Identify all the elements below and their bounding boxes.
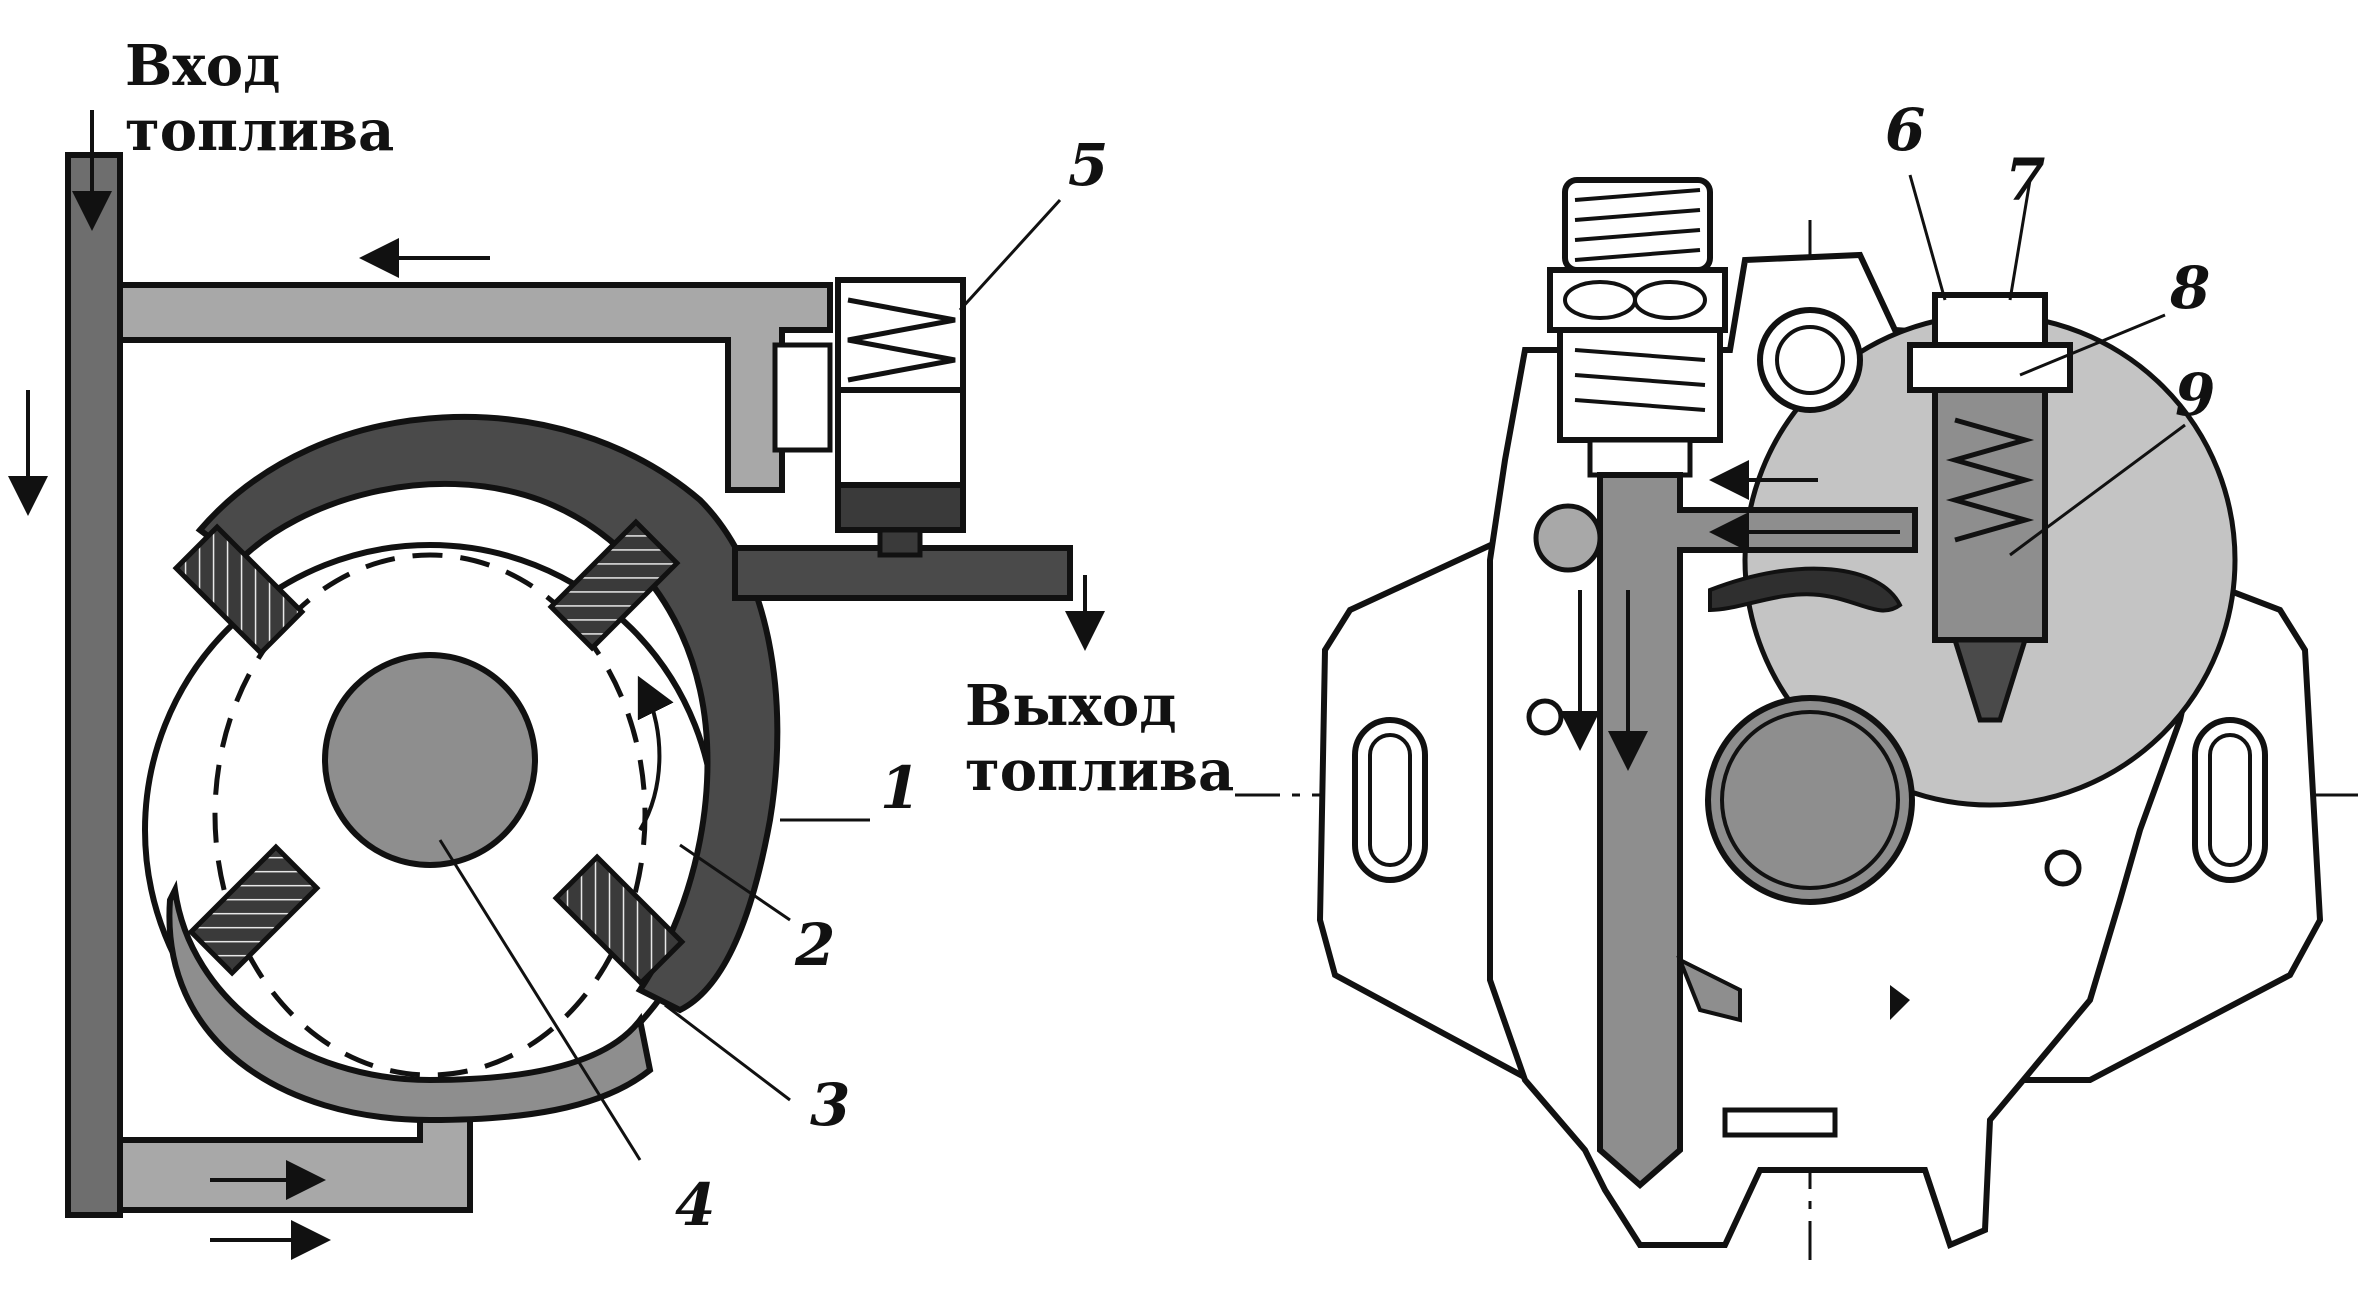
drive-shaft <box>1705 695 1915 905</box>
inlet-fitting <box>1547 177 1728 478</box>
fuel-inlet-label-line1: Вход <box>125 33 280 99</box>
callout-7: 7 <box>2005 146 2045 214</box>
rotor <box>322 652 538 868</box>
fuel-inlet-label-line2: топлива <box>125 98 394 164</box>
inlet-channel <box>65 152 123 1218</box>
fuel-outlet-label-line1: Выход <box>965 673 1177 739</box>
callout-5: 5 <box>1068 131 1108 199</box>
callout-2: 2 <box>794 911 835 979</box>
pump-body-view: 6 7 8 9 <box>1235 96 2370 1260</box>
pressure-valve <box>772 277 966 558</box>
vertical-passage <box>1597 472 1918 1189</box>
flow-arrows <box>8 110 1105 1260</box>
suction-cavity <box>166 879 654 1124</box>
callout-6: 6 <box>1885 96 1925 164</box>
pressure-cavity <box>195 414 781 1014</box>
fuel-outlet-label-line2: топлива <box>965 738 1234 804</box>
callout-8: 8 <box>2169 254 2210 322</box>
callout-3: 3 <box>810 1071 850 1139</box>
callout-1: 1 <box>880 754 920 822</box>
vanes <box>172 518 686 987</box>
callout-9: 9 <box>2175 361 2215 429</box>
vane-pump-view: Вход топлива Выход топлива 1 2 3 4 5 <box>8 33 1234 1260</box>
relief-valve-insert <box>1907 292 2073 723</box>
return-channel <box>117 282 833 493</box>
bottom-channel <box>117 1107 473 1213</box>
body-flow-arrows <box>1560 460 1900 771</box>
callout-4: 4 <box>675 1171 715 1239</box>
